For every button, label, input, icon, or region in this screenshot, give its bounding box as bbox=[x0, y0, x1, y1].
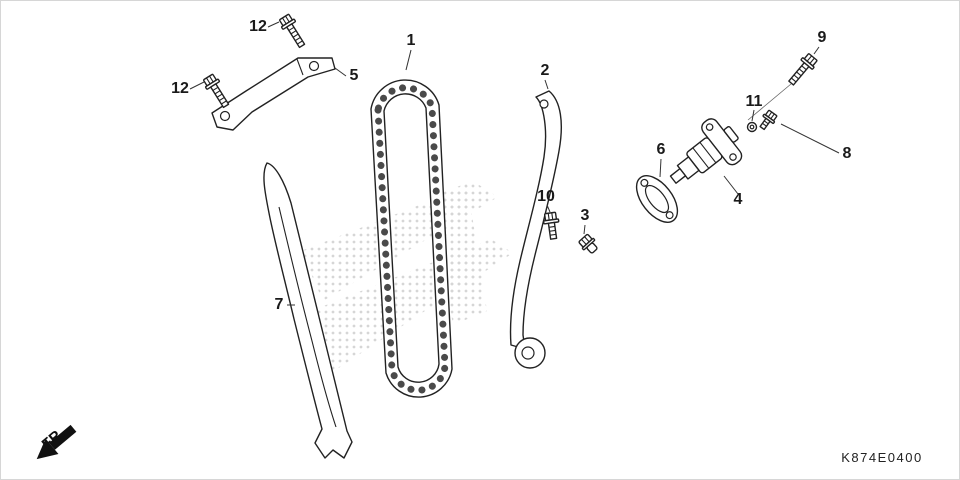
leader-line bbox=[780, 123, 840, 154]
leader-line bbox=[751, 109, 755, 122]
callout-11[interactable]: 11 bbox=[746, 93, 763, 110]
gasket-opening bbox=[644, 184, 670, 214]
callout-labels: 12 12 5 1 2 9 11 8 6 4 10 3 7 bbox=[171, 18, 851, 313]
gasket-bolt-hole bbox=[640, 178, 649, 187]
fr-direction-arrow-icon bbox=[36, 424, 77, 460]
watermark bbox=[301, 183, 513, 373]
lifter-rear-cap bbox=[723, 126, 739, 143]
callout-10[interactable]: 10 bbox=[537, 188, 555, 205]
callout-2[interactable]: 2 bbox=[541, 62, 550, 79]
callout-8[interactable]: 8 bbox=[843, 145, 852, 162]
lifter-body-lines bbox=[692, 141, 717, 169]
flange-bolt-9-drawing bbox=[784, 51, 820, 89]
tensioner-lifter-drawing bbox=[669, 118, 743, 184]
callout-6[interactable]: 6 bbox=[657, 141, 666, 158]
callout-1[interactable]: 1 bbox=[407, 32, 416, 49]
lifter-flange-hole bbox=[705, 123, 714, 131]
washer-hole bbox=[749, 124, 755, 130]
cam-chain-guide-drawing bbox=[509, 90, 562, 369]
chain-guide-top-hole bbox=[539, 99, 549, 109]
leader-line bbox=[546, 204, 551, 213]
lifter-tip bbox=[669, 167, 687, 184]
chain-guide-boss-hole bbox=[521, 346, 535, 360]
bolt-axis-line bbox=[747, 83, 792, 121]
sealing-bolt-drawing bbox=[578, 233, 598, 254]
bracket-bend-line bbox=[296, 58, 304, 76]
bolt-8-drawing bbox=[756, 108, 779, 133]
cam-chain-tensioner-arm-drawing bbox=[263, 162, 353, 459]
washer-drawing bbox=[746, 121, 758, 133]
callout-5[interactable]: 5 bbox=[350, 67, 359, 84]
flange-bolt-12b-drawing bbox=[200, 72, 234, 111]
lifter-flange-hole bbox=[729, 153, 737, 161]
plug-stub bbox=[586, 242, 598, 254]
callout-3[interactable]: 3 bbox=[581, 207, 590, 224]
bracket-plate-drawing bbox=[211, 57, 336, 131]
gasket-drawing bbox=[635, 175, 679, 223]
leader-line bbox=[583, 224, 586, 235]
leader-line bbox=[723, 175, 739, 195]
bracket-outline bbox=[211, 57, 336, 131]
leader-lines bbox=[189, 21, 840, 306]
cam-chain-links bbox=[374, 84, 449, 394]
bolt-10-drawing bbox=[541, 211, 562, 241]
leader-line bbox=[405, 49, 412, 71]
callout-7[interactable]: 7 bbox=[275, 296, 284, 313]
leader-line bbox=[659, 158, 662, 178]
diagram-code: K874E0400 bbox=[841, 450, 922, 465]
leader-line bbox=[267, 21, 280, 28]
cam-chain-drawing bbox=[370, 79, 453, 398]
bracket-hole bbox=[219, 110, 231, 122]
leader-line bbox=[544, 79, 549, 90]
gasket-bolt-hole bbox=[665, 211, 674, 220]
callout-4[interactable]: 4 bbox=[734, 191, 743, 208]
callout-12b[interactable]: 12 bbox=[171, 80, 189, 97]
callout-12a[interactable]: 12 bbox=[249, 18, 267, 35]
bracket-hole bbox=[308, 60, 320, 72]
flange-bolt-12a-drawing bbox=[276, 12, 310, 51]
fr-direction-indicator: FR. bbox=[36, 424, 77, 460]
leader-line bbox=[334, 67, 347, 77]
tensioner-arm-ridge bbox=[278, 206, 337, 428]
plug-facets bbox=[581, 236, 590, 245]
leader-line bbox=[189, 81, 205, 90]
callout-9[interactable]: 9 bbox=[818, 29, 827, 46]
leader-line bbox=[813, 46, 820, 55]
